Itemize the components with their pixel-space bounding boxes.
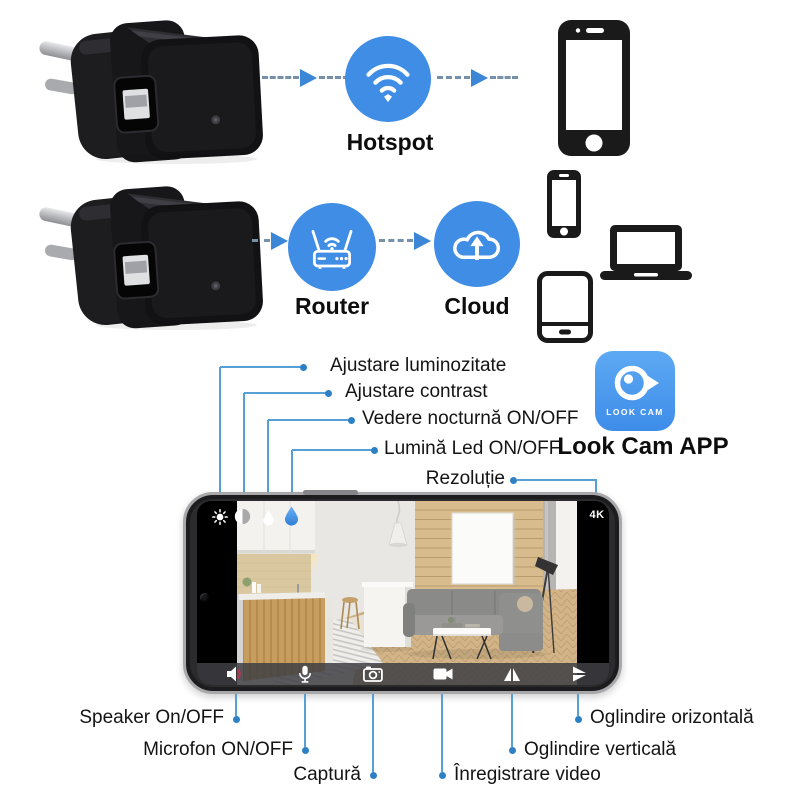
flow-dash — [319, 76, 349, 79]
leader-line — [304, 694, 306, 747]
leader-dot — [438, 771, 446, 779]
leader-line — [243, 393, 245, 508]
resolution-badge[interactable]: 4K — [589, 509, 605, 521]
arrowhead-icon — [414, 232, 431, 250]
blue-drop-icon — [284, 506, 299, 526]
router-node — [288, 203, 376, 291]
leader-dot — [299, 363, 307, 371]
flow-dash — [490, 76, 518, 79]
leader-dot — [301, 746, 309, 754]
phone-mockup: 4K — [183, 490, 622, 694]
leader-line — [235, 694, 237, 716]
speaker-toggle-button[interactable] — [224, 663, 248, 685]
leader-line — [220, 366, 303, 368]
callout-mirror-horizontal: Oglindire orizontală — [590, 707, 754, 728]
flow-dash — [437, 76, 470, 79]
leader-dot — [508, 746, 516, 754]
usb-charger-photo-2 — [37, 184, 265, 330]
callout-record: Înregistrare video — [454, 764, 601, 785]
night-vision-button[interactable] — [261, 509, 276, 526]
leader-line — [268, 419, 351, 421]
smartphone-small-icon — [547, 170, 581, 238]
white-drop-icon — [263, 510, 274, 526]
leader-line — [577, 694, 579, 716]
camera-control-bar — [197, 663, 609, 685]
flow-dash — [262, 76, 299, 79]
speaker-icon — [227, 666, 241, 682]
leader-dot — [574, 715, 582, 723]
hotspot-node — [345, 36, 431, 122]
leader-line — [291, 450, 293, 505]
microphone-icon — [298, 665, 312, 683]
video-camera-icon — [433, 668, 453, 680]
callout-brightness: Ajustare luminozitate — [330, 355, 507, 376]
leader-dot — [509, 476, 517, 484]
laptop-icon — [600, 225, 692, 280]
photo-camera-icon — [363, 666, 383, 682]
callout-capture: Captură — [293, 764, 361, 785]
tablet-icon — [537, 271, 593, 343]
contrast-icon — [234, 508, 251, 525]
leader-line — [441, 694, 443, 772]
flow-dash — [379, 239, 413, 242]
brightness-button[interactable] — [212, 509, 228, 525]
arrowhead-icon — [471, 69, 488, 87]
router-label: Router — [294, 293, 370, 319]
microphone-toggle-button[interactable] — [293, 663, 317, 685]
leader-dot — [232, 715, 240, 723]
look-cam-app-label: Look Cam APP — [557, 433, 729, 460]
usb-charger-photo-1 — [37, 18, 265, 164]
callout-mirror-vertical: Oglindire verticală — [524, 739, 677, 760]
flow-dash — [252, 239, 270, 242]
led-light-button[interactable] — [282, 505, 301, 526]
hotspot-label: Hotspot — [346, 129, 434, 155]
arrowhead-icon — [300, 69, 317, 87]
callout-speaker: Speaker On/OFF — [79, 707, 224, 728]
leader-dot — [324, 389, 332, 397]
record-video-button[interactable] — [431, 663, 455, 685]
callout-resolution: Rezoluție — [425, 468, 505, 489]
phone-volume-button — [303, 490, 358, 495]
leader-line — [244, 392, 328, 394]
app-icon-caption: LOOK CAM — [606, 407, 663, 417]
leader-line — [292, 449, 374, 451]
smartphone-icon — [558, 20, 630, 156]
leader-dot — [347, 416, 355, 424]
wifi-icon — [366, 63, 410, 103]
leader-line — [372, 694, 374, 772]
look-cam-app-icon: LOOK CAM — [595, 351, 675, 431]
callout-night-vision: Vedere nocturnă ON/OFF — [362, 408, 579, 429]
mirror-vertical-button[interactable] — [500, 663, 524, 685]
leader-line — [267, 420, 269, 508]
router-icon — [311, 230, 353, 269]
callout-led-light: Lumină Led ON/OFF — [384, 438, 561, 459]
mirror-horizontal-button[interactable] — [568, 663, 592, 685]
cloud-label: Cloud — [444, 293, 510, 319]
leader-line — [219, 367, 221, 509]
cloud-node — [434, 201, 520, 287]
phone-front-camera — [200, 593, 209, 602]
cloud-upload-icon — [453, 230, 501, 261]
arrowhead-icon — [271, 232, 288, 250]
sun-icon — [212, 509, 228, 525]
live-view-room-scene — [237, 501, 577, 685]
contrast-button[interactable] — [234, 508, 251, 525]
capture-photo-button[interactable] — [361, 663, 385, 685]
callout-contrast: Ajustare contrast — [345, 381, 488, 402]
mirror-horizontal-icon — [572, 666, 586, 682]
leader-dot — [369, 771, 377, 779]
leader-line — [511, 694, 513, 747]
mirror-vertical-icon — [504, 667, 520, 681]
leader-dot — [370, 446, 378, 454]
leader-line — [517, 479, 597, 481]
camera-app-screen: 4K — [197, 501, 609, 685]
callout-microphone: Microfon ON/OFF — [143, 739, 293, 760]
